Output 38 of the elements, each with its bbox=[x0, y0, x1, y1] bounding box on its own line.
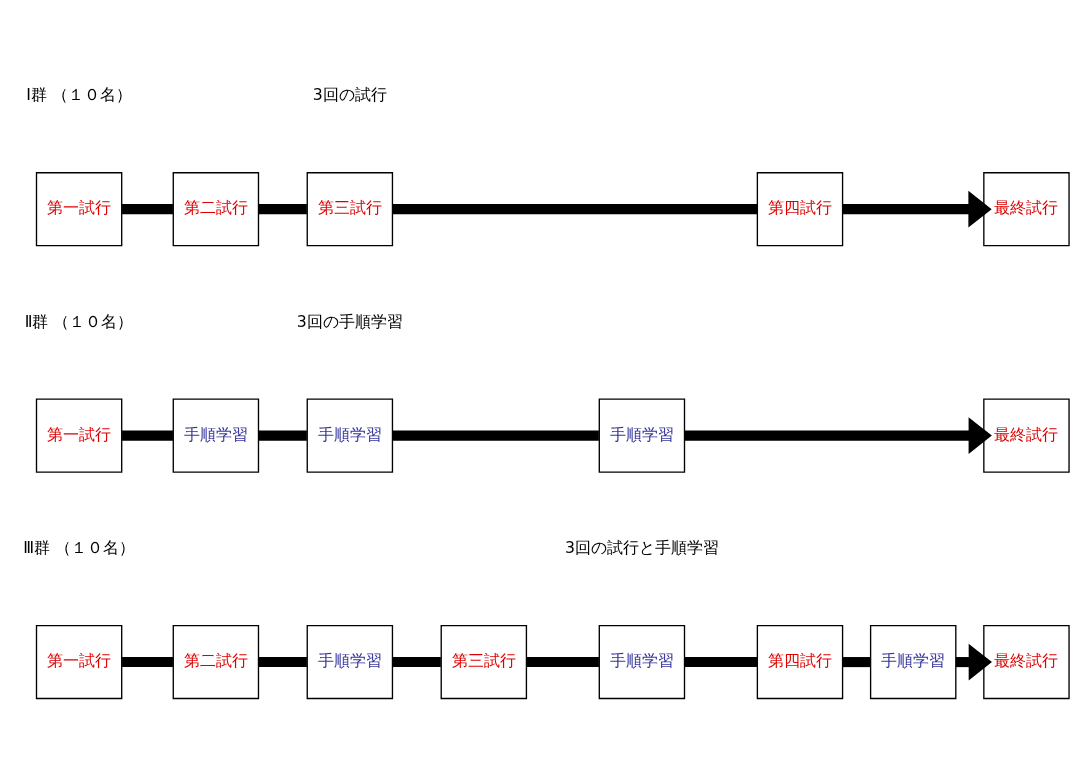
connector bbox=[842, 657, 871, 668]
node-box: 手順学習 bbox=[598, 398, 686, 473]
connector bbox=[392, 657, 441, 668]
node-box: 第四試行 bbox=[756, 624, 844, 700]
node-box: 第三試行 bbox=[306, 172, 394, 247]
label: Ⅱ群 （１０名） bbox=[24, 311, 134, 331]
connector bbox=[526, 657, 599, 668]
node-box: 第二試行 bbox=[172, 624, 260, 700]
node-box: 最終試行 bbox=[983, 624, 1070, 700]
label: Ⅲ群 （１０名） bbox=[23, 538, 136, 557]
label: 3回の試行 bbox=[312, 85, 387, 105]
node-box: 手順学習 bbox=[172, 398, 260, 473]
arrow bbox=[684, 417, 992, 454]
connector bbox=[684, 657, 757, 668]
connector bbox=[122, 657, 173, 668]
connector bbox=[258, 204, 307, 215]
label: Ⅰ群 （１０名） bbox=[26, 85, 132, 105]
node-box: 第二試行 bbox=[172, 172, 260, 247]
node-box: 最終試行 bbox=[983, 398, 1070, 473]
arrow bbox=[842, 190, 992, 228]
node-box: 第一試行 bbox=[35, 172, 123, 247]
node-box: 第一試行 bbox=[35, 398, 123, 473]
node-box: 第一試行 bbox=[35, 624, 123, 700]
node-box: 手順学習 bbox=[598, 624, 686, 700]
connector bbox=[392, 430, 599, 441]
node-box: 手順学習 bbox=[306, 398, 394, 473]
connector bbox=[258, 657, 307, 668]
node-box: 第三試行 bbox=[440, 624, 528, 700]
node-box: 最終試行 bbox=[983, 172, 1070, 247]
connector bbox=[122, 430, 173, 441]
node-box: 手順学習 bbox=[869, 624, 957, 700]
label: 3回の試行と手順学習 bbox=[564, 538, 719, 557]
node-box: 手順学習 bbox=[306, 624, 394, 700]
label: 3回の手順学習 bbox=[296, 311, 403, 331]
connector bbox=[122, 204, 173, 215]
connector bbox=[258, 430, 307, 441]
connector bbox=[392, 204, 758, 215]
node-box: 第四試行 bbox=[756, 172, 844, 247]
